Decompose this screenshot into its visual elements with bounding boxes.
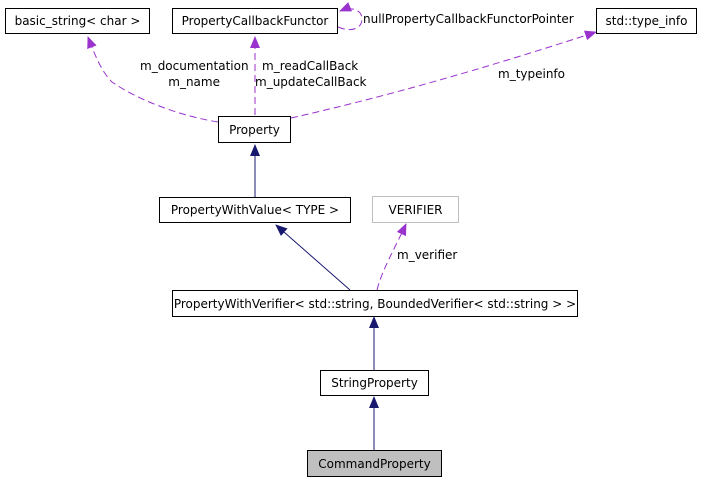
edge-verifier-usage [376, 223, 407, 291]
class-node-basic-string[interactable]: basic_string< char > [5, 8, 150, 34]
class-node-type-info[interactable]: std::type_info [596, 8, 697, 34]
class-node-verifier: VERIFIER [372, 196, 459, 223]
edge-basic-string-usage [87, 36, 219, 123]
class-node-property-with-value[interactable]: PropertyWithValue< TYPE > [159, 197, 351, 223]
class-node-string-property[interactable]: StringProperty [320, 370, 429, 396]
edge-typeinfo-usage [290, 30, 597, 119]
label-m-read-call-back: m_readCallBack [262, 59, 359, 73]
label-null-property-callback-functor-pointer: nullPropertyCallbackFunctorPointer [363, 12, 574, 26]
label-m-documentation: m_documentation [140, 59, 249, 73]
label-m-name: m_name [168, 75, 220, 89]
edge-verifierprop-to-withvalue [275, 224, 351, 291]
label-m-update-call-back: m_updateCallBack [255, 75, 367, 89]
label-m-verifier: m_verifier [397, 248, 458, 262]
label-m-typeinfo: m_typeinfo [498, 67, 566, 81]
class-node-command-property: CommandProperty [307, 450, 442, 477]
class-node-property-callback-functor[interactable]: PropertyCallbackFunctor [172, 8, 338, 34]
class-node-property[interactable]: Property [218, 116, 291, 143]
edge-self-callback-usage [337, 2, 363, 31]
class-node-property-with-verifier[interactable]: PropertyWithVerifier< std::string, Bound… [172, 290, 578, 317]
